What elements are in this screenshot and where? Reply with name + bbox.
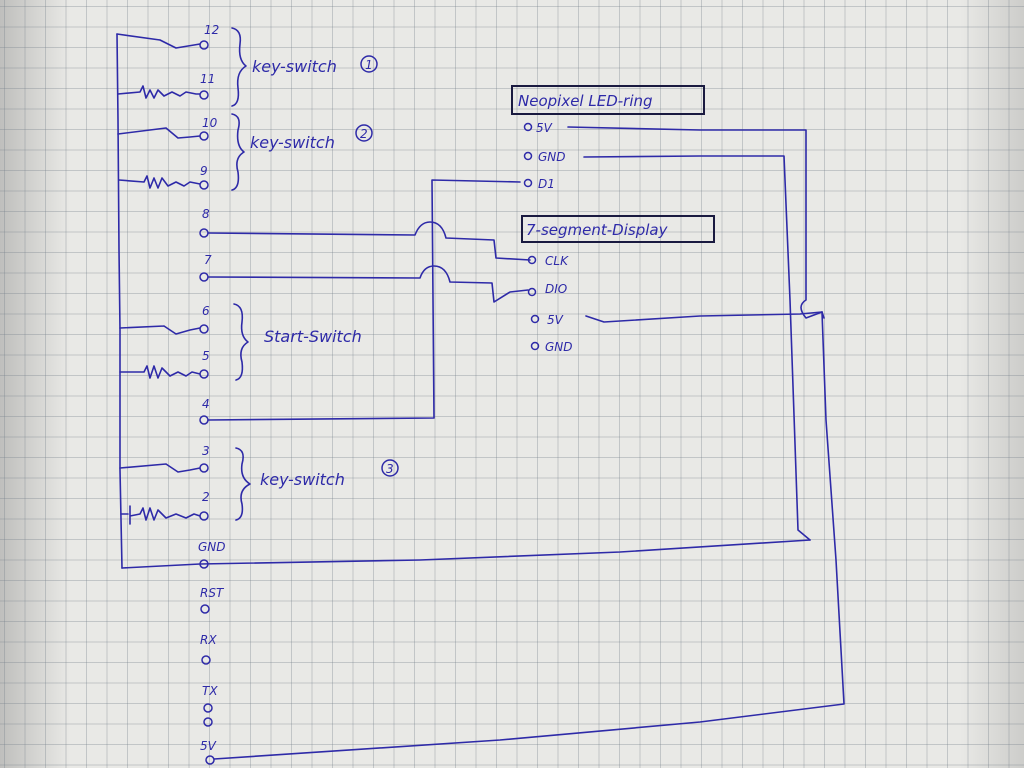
key-switch-3-label: key-switch — [260, 470, 345, 489]
segment-gnd-label: GND — [545, 340, 573, 354]
segment-title: 7-segment-Display — [526, 221, 669, 239]
key-switch-3-number-circle — [381, 459, 399, 477]
gnd-terminal — [199, 559, 209, 569]
neopixel-gnd-terminal — [523, 151, 533, 161]
pin-12-label: 12 — [204, 23, 219, 37]
neopixel-5v-wire — [567, 126, 825, 319]
neopixel-gnd-label: GND — [538, 150, 566, 164]
gnd-label: GND — [198, 540, 226, 554]
pin-9-label: 9 — [200, 164, 208, 178]
pin-2-terminal — [199, 511, 209, 521]
neopixel-5v-label: 5V — [536, 121, 553, 135]
key-switch-1-brace — [231, 27, 247, 107]
segment-clk-terminal — [527, 255, 537, 265]
pin-3-label: 3 — [202, 444, 210, 458]
start-switch-label: Start-Switch — [264, 327, 362, 346]
pin-5-terminal — [199, 369, 209, 379]
key-switch-2-switch — [117, 127, 201, 139]
start-switch-brace — [233, 303, 249, 381]
pin-10-terminal — [199, 131, 209, 141]
key-switch-2-brace — [231, 113, 245, 191]
segment-5v-label: 5V — [547, 313, 564, 327]
pin-5-label: 5 — [202, 349, 210, 363]
key-switch-3-resistor — [120, 505, 201, 525]
neopixel-5v-terminal — [523, 122, 533, 132]
pin-7-terminal — [199, 272, 209, 282]
key-switch-1-label: key-switch — [252, 57, 337, 76]
rx-terminal — [201, 655, 211, 665]
pin-11-label: 11 — [200, 72, 215, 86]
pin-11-terminal — [199, 90, 209, 100]
segment-gnd-terminal — [530, 341, 540, 351]
pin-7-wire — [207, 265, 529, 303]
pin-7-label: 7 — [204, 253, 212, 267]
neopixel-title: Neopixel LED-ring — [518, 92, 653, 110]
key-switch-3-brace — [235, 447, 251, 521]
pin-8-wire — [207, 221, 531, 261]
neopixel-d1-terminal — [523, 178, 533, 188]
pin-8-label: 8 — [202, 207, 210, 221]
key-switch-1-number: 1 — [365, 58, 373, 72]
tx-label: TX — [202, 684, 218, 698]
pin-10-label: 10 — [202, 116, 218, 130]
key-switch-3-switch — [119, 463, 201, 473]
pin-8-terminal — [199, 228, 209, 238]
key-switch-1-switch — [116, 33, 201, 49]
segment-clk-label: CLK — [545, 254, 569, 268]
key-switch-3-number: 3 — [386, 462, 394, 476]
segment-dio-terminal — [527, 287, 537, 297]
5v-terminal — [205, 755, 215, 765]
neopixel-gnd-wire — [583, 155, 811, 541]
neopixel-title-box — [511, 85, 705, 115]
key-switch-2-resistor — [118, 175, 201, 189]
rst-terminal — [200, 604, 210, 614]
segment-title-box — [521, 215, 715, 243]
5v-supply-wire — [213, 311, 845, 760]
pin-3-terminal — [199, 463, 209, 473]
start-switch-resistor — [119, 365, 201, 379]
pin-12-terminal — [199, 40, 209, 50]
ground-bus-wire — [116, 33, 123, 569]
pin-4-label: 4 — [202, 397, 210, 411]
pin-9-terminal — [199, 180, 209, 190]
pin-4-wire — [207, 179, 521, 421]
segment-dio-label: DIO — [545, 282, 567, 296]
pin-6-terminal — [199, 324, 209, 334]
tx-terminal-2 — [203, 717, 213, 727]
tx-terminal — [203, 703, 213, 713]
rx-label: RX — [200, 633, 217, 647]
key-switch-2-number: 2 — [360, 127, 368, 141]
key-switch-2-number-circle — [355, 124, 373, 142]
start-switch-switch — [119, 325, 201, 335]
segment-5v-terminal — [530, 314, 540, 324]
key-switch-2-label: key-switch — [250, 133, 335, 152]
pin-2-label: 2 — [202, 490, 210, 504]
segment-5v-wire — [585, 311, 823, 323]
key-switch-1-number-circle — [360, 55, 378, 73]
rst-label: RST — [200, 586, 225, 600]
5v-label: 5V — [200, 739, 217, 753]
pin-4-terminal — [199, 415, 209, 425]
ground-bus-bottom-wire — [121, 539, 811, 569]
neopixel-d1-label: D1 — [538, 177, 555, 191]
pin-6-label: 6 — [202, 304, 210, 318]
key-switch-1-resistor — [117, 85, 201, 99]
